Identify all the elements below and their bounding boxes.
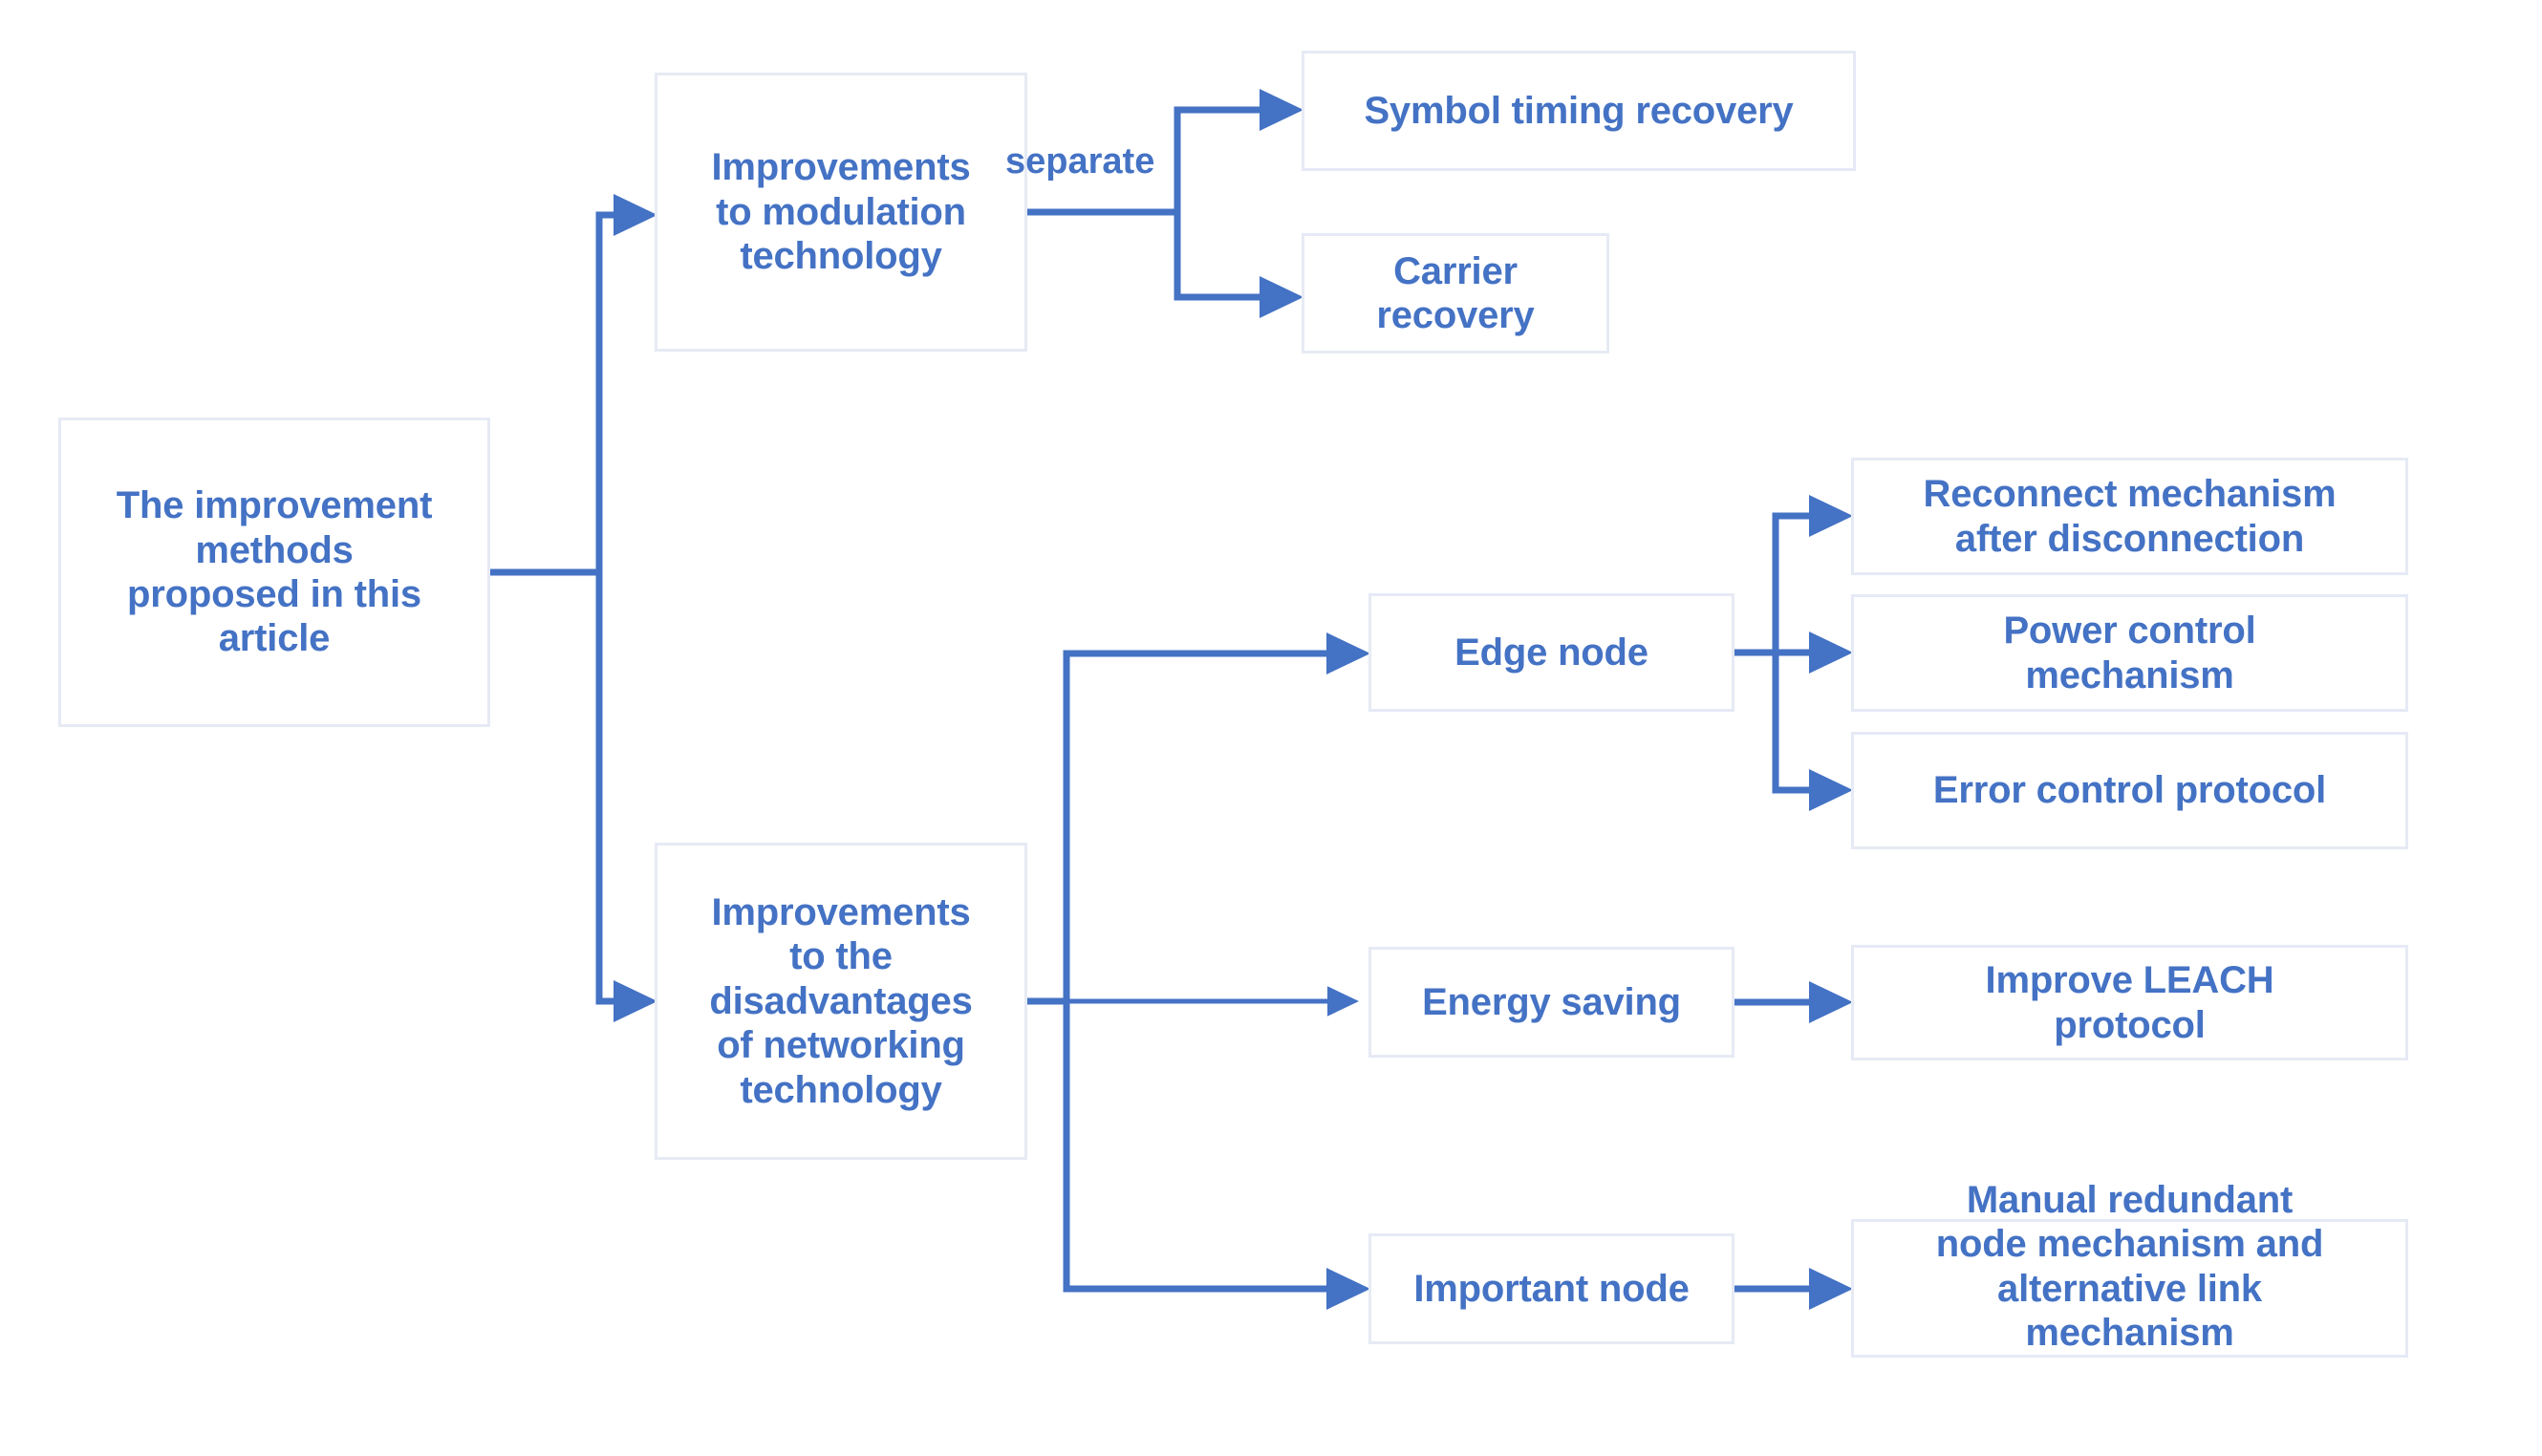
node-carrier-recovery[interactable]: Carrier recovery [1302, 233, 1609, 353]
node-power-control-mechanism[interactable]: Power control mechanism [1851, 594, 2408, 712]
connector-modulation-to-symbol-timing [1174, 88, 1303, 212]
edge-label-separate: separate [1005, 141, 1155, 182]
node-improve-leach-protocol[interactable]: Improve LEACH protocol [1851, 945, 2408, 1060]
node-important-node[interactable]: Important node [1368, 1233, 1734, 1344]
node-networking-label: Improvements to the disadvantages of net… [709, 891, 973, 1111]
node-energy-saving[interactable]: Energy saving [1368, 947, 1734, 1058]
connector-networking-to-edge-node [1063, 632, 1370, 1001]
node-power-control-label: Power control mechanism [2003, 610, 2256, 696]
connector-root-to-modulation [490, 193, 657, 576]
node-root-label: The improvement methods proposed in this… [116, 484, 433, 660]
node-reconnect-mechanism-label: Reconnect mechanism after disconnection [1923, 473, 2337, 560]
connector-edge-node-to-error-control [1772, 653, 1853, 812]
connector-modulation-to-carrier-recovery [1174, 212, 1303, 319]
node-edge-node-label: Edge node [1454, 631, 1648, 674]
connector-networking-to-important-node [1063, 1001, 1370, 1311]
node-manual-redundant-node-mechanism[interactable]: Manual redundant node mechanism and alte… [1851, 1179, 2408, 1358]
node-root[interactable]: The improvement methods proposed in this… [58, 418, 490, 727]
connector-edge-node-to-reconnect [1772, 494, 1853, 653]
node-energy-saving-label: Energy saving [1422, 980, 1681, 1023]
node-improve-leach-label: Improve LEACH protocol [1985, 959, 2274, 1046]
node-symbol-timing-recovery[interactable]: Symbol timing recovery [1302, 51, 1856, 171]
node-improvements-to-modulation-technology[interactable]: Improvements to modulation technology [655, 73, 1027, 352]
node-improvements-to-networking-disadvantages[interactable]: Improvements to the disadvantages of net… [655, 843, 1027, 1160]
node-error-control-protocol[interactable]: Error control protocol [1851, 732, 2408, 849]
node-reconnect-mechanism-after-disconnection[interactable]: Reconnect mechanism after disconnection [1851, 458, 2408, 575]
connector-root-to-networking [595, 572, 657, 1023]
node-error-control-protocol-label: Error control protocol [1932, 769, 2327, 812]
node-modulation-label: Improvements to modulation technology [711, 146, 971, 278]
node-carrier-recovery-label: Carrier recovery [1376, 249, 1535, 336]
node-edge-node[interactable]: Edge node [1368, 593, 1734, 712]
node-manual-redundant-label: Manual redundant node mechanism and alte… [1935, 1179, 2324, 1355]
node-symbol-timing-recovery-label: Symbol timing recovery [1364, 89, 1794, 132]
node-important-node-label: Important node [1413, 1267, 1690, 1310]
